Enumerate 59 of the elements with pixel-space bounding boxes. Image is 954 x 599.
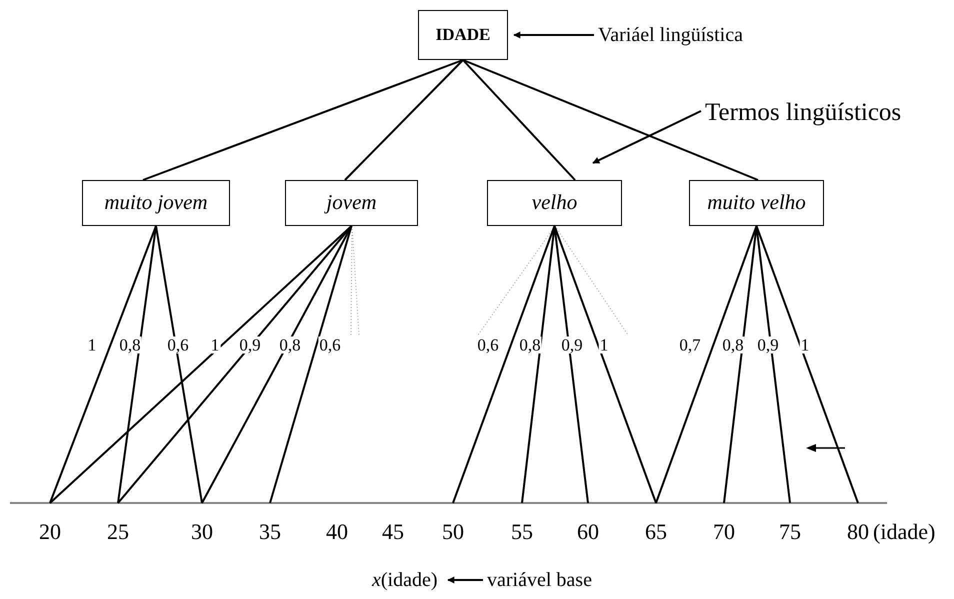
connector-line [49,226,157,504]
term-box: jovem [285,180,418,226]
annotation-text: x(idade) [372,565,442,595]
edge-label: 0,8 [118,336,142,354]
edge-label: 0,6 [318,336,342,354]
connector-line [554,226,589,504]
connector-line [452,226,556,504]
edge-label: 0,9 [756,336,780,354]
tick-label: 35 [250,503,290,549]
tick-label: 75 [770,503,810,549]
connector-line [49,225,352,504]
edge-label: 0,8 [278,336,302,354]
tick-label: 55 [502,503,542,549]
edge-label: 1 [800,336,810,354]
tick-label: 45 [373,503,413,549]
annotation-text: variável base [487,565,612,595]
term-box: muito velho [689,180,824,226]
edge-label: 0,8 [721,336,745,354]
edge-label: 0,7 [678,336,702,354]
connector-line [269,226,352,504]
annotation-text: Variáel lingüística [598,20,798,50]
connector-line [655,226,758,504]
connector-line [462,59,576,181]
tick-label: 40 [317,503,357,549]
tick-label: 30 [182,503,222,549]
tick-label: 25 [98,503,138,549]
axis-unit-label: (idade) [873,521,936,543]
tick-label: 20 [30,503,70,549]
connector-line [201,226,352,504]
connector-line [155,226,203,504]
tick-label: 60 [568,503,608,549]
connector-line [462,59,758,181]
connector-line [756,226,859,504]
edge-label: 1 [598,336,610,354]
edge-label: 0,9 [238,336,262,354]
edge-label: 0,6 [476,336,500,354]
edge-label: 0,6 [166,336,190,354]
connector-line [344,59,464,181]
connector-line [554,226,657,504]
connector-line [723,226,758,504]
connector-line [117,225,352,504]
arrow [447,576,483,584]
term-box: muito jovem [82,180,230,226]
edge-label: 0,9 [560,336,584,354]
edge-label: 1 [210,336,220,354]
term-box: velho [487,180,622,226]
tick-label: 50 [433,503,473,549]
variable-box: IDADE [418,10,508,60]
arrow [592,110,702,164]
edge-label: 0,8 [518,336,542,354]
tick-label: 65 [636,503,676,549]
connector-line [117,226,157,504]
annotation-text: Termos lingüísticos [705,95,933,131]
tick-label: 70 [704,503,744,549]
arrow [513,32,594,38]
connector-line [756,226,791,504]
edge-label: 1 [86,336,98,354]
connector-line [142,59,464,181]
connector-line [521,226,556,504]
